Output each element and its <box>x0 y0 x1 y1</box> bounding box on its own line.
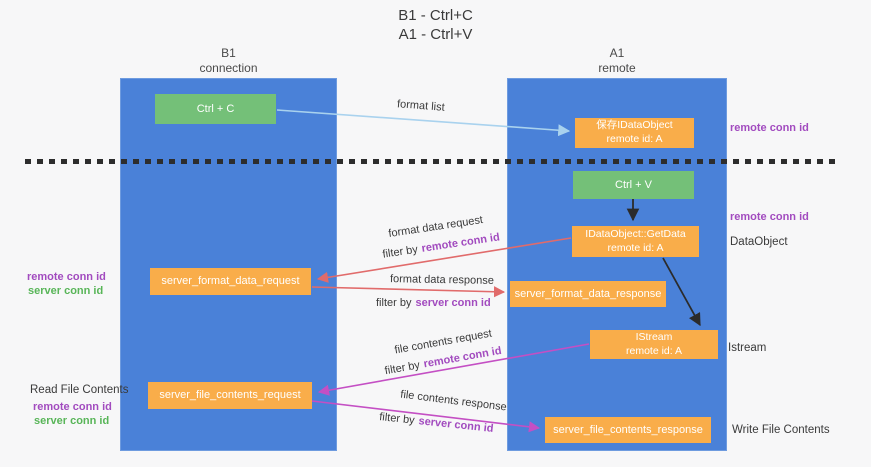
node-server-format-data-request-label: server_format_data_request <box>161 275 300 288</box>
server-conn-id-text: server conn id <box>415 297 491 309</box>
label-server-conn-id-left: server conn id <box>28 285 104 297</box>
label-write-file-contents: Write File Contents <box>732 424 830 436</box>
left-lifeline-role: connection <box>199 61 258 75</box>
node-idataobject-getdata-line2: remote id: A <box>607 241 664 254</box>
node-ctrl-c-label: Ctrl + C <box>196 102 235 115</box>
node-istream-line1: IStream <box>635 330 673 343</box>
node-ctrl-v: Ctrl + V <box>573 171 694 199</box>
node-server-file-contents-response: server_file_contents_response <box>545 417 711 443</box>
label-file-contents-response: file contents response <box>399 388 508 414</box>
label-format-data-response: format data response <box>389 273 495 287</box>
node-save-idataobject-line2: remote id: A <box>606 133 663 145</box>
label-remote-conn-id-left-bottom: remote conn id <box>33 401 112 413</box>
node-server-file-contents-request-label: server_file_contents_request <box>159 389 301 402</box>
right-lifeline-role: remote <box>598 61 636 75</box>
page-title: B1 - Ctrl+C A1 - Ctrl+V <box>0 6 871 44</box>
label-remote-conn-id-right-top: remote conn id <box>730 122 809 134</box>
right-lifeline-header: A1 remote <box>507 46 727 76</box>
filter-by-text: filter by <box>381 243 419 261</box>
label-remote-conn-id-right-mid: remote conn id <box>730 211 809 223</box>
node-server-format-data-response-label: server_format_data_response <box>514 287 662 300</box>
right-lifeline-name: A1 <box>609 46 625 60</box>
node-idataobject-getdata: IDataObject::GetData remote id: A <box>572 226 699 257</box>
node-server-file-contents-response-label: server_file_contents_response <box>553 423 703 436</box>
left-lifeline-name: B1 <box>221 46 236 60</box>
remote-conn-id-text: remote conn id <box>420 231 501 255</box>
node-save-idataobject: 保存IDataObject remote id: A <box>575 118 694 148</box>
dashed-separator-line <box>25 159 837 164</box>
node-ctrl-v-label: Ctrl + V <box>615 178 652 191</box>
label-server-conn-id-left-bottom: server conn id <box>34 415 110 427</box>
server-conn-id-text: server conn id <box>417 415 494 435</box>
arrow-format-data-response <box>311 286 506 298</box>
node-save-idataobject-line1: 保存IDataObject <box>596 119 673 132</box>
node-ctrl-c: Ctrl + C <box>155 94 276 124</box>
label-remote-conn-id-left: remote conn id <box>27 271 106 283</box>
filter-by-text: filter by <box>378 411 416 427</box>
node-idataobject-getdata-line1: IDataObject::GetData <box>585 227 686 240</box>
label-read-file-contents: Read File Contents <box>30 384 129 396</box>
node-server-format-data-request: server_format_data_request <box>150 268 311 295</box>
node-server-file-contents-request: server_file_contents_request <box>148 382 312 409</box>
node-server-format-data-response: server_format_data_response <box>510 281 666 307</box>
filter-by-text: filter by <box>383 359 421 378</box>
label-dataobject: DataObject <box>730 236 788 248</box>
node-istream: IStream remote id: A <box>590 330 718 359</box>
label-format-list: format list <box>396 98 446 114</box>
node-istream-line2: remote id: A <box>625 344 683 357</box>
title-line-2: A1 - Ctrl+V <box>398 26 473 44</box>
left-lifeline-header: B1 connection <box>120 46 337 76</box>
title-line-1: B1 - Ctrl+C <box>398 7 473 24</box>
label-istream-side: Istream <box>728 342 767 354</box>
filter-by-text: filter by <box>376 297 412 309</box>
